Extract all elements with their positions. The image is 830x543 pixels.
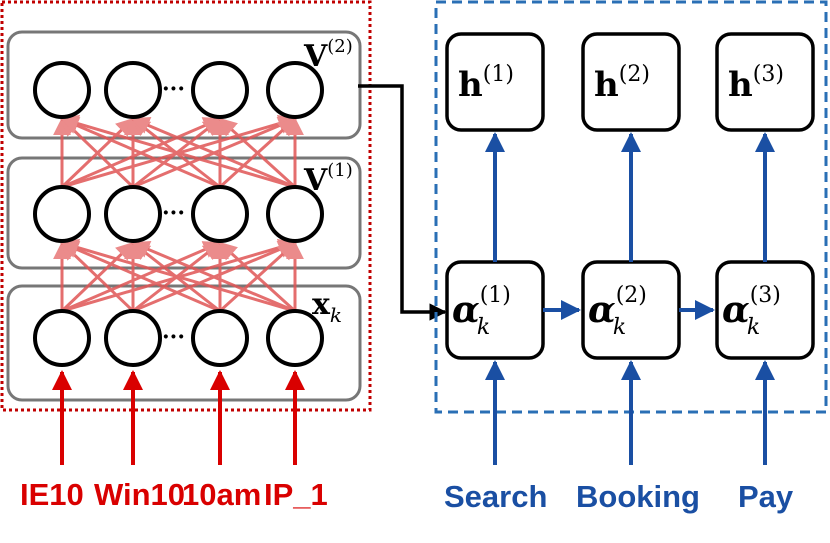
input-label-booking: Booking xyxy=(576,479,700,514)
right-arrows xyxy=(485,132,775,465)
edge-v1-3-to-v2-1 xyxy=(60,117,221,189)
node-v1-2 xyxy=(104,185,162,243)
input-label-pay: Pay xyxy=(738,479,794,514)
network-nodes xyxy=(33,61,324,367)
connector-arrow xyxy=(358,84,447,321)
ellipsis-top: ··· xyxy=(162,76,185,102)
state-label-alpha1: α(1)k xyxy=(452,283,511,340)
left-input-arrows xyxy=(52,370,305,465)
edge-xk-4-to-v1-1 xyxy=(60,238,296,313)
output-label-h2: h(2) xyxy=(594,62,650,105)
output-box-h1 xyxy=(445,32,545,132)
node-xk-4 xyxy=(266,309,324,367)
node-v2-2 xyxy=(104,61,162,119)
state-boxes xyxy=(445,260,815,360)
ellipsis-mid: ··· xyxy=(162,200,185,226)
node-v1-4 xyxy=(266,185,324,243)
ellipsis-bottom: ··· xyxy=(162,324,185,350)
edge-v1-4-to-v2-3 xyxy=(218,117,297,189)
node-xk-2 xyxy=(104,309,162,367)
edge-xk-4-to-v1-2 xyxy=(131,240,296,313)
node-v2-3 xyxy=(191,61,249,119)
output-box-h3 xyxy=(715,32,815,132)
output-label-h3: h(3) xyxy=(728,62,784,105)
left-network-frame xyxy=(0,0,372,412)
edge-xk-4-to-v1-3 xyxy=(218,241,297,313)
layer-label-v2: V(2) xyxy=(303,36,353,74)
output-label-h1: h(1) xyxy=(458,62,514,105)
input-label-win10: Win10 xyxy=(94,477,185,512)
state-label-alpha2: α(2)k xyxy=(588,283,647,340)
edge-xk-3-to-v1-1 xyxy=(60,241,221,313)
input-label-10am: 10am xyxy=(182,477,261,512)
layer-box-xk xyxy=(6,284,362,402)
edge-v1-4-to-v2-1 xyxy=(60,114,296,189)
node-xk-3 xyxy=(191,309,249,367)
input-label-ip1: IP_1 xyxy=(264,477,328,512)
node-v1-3 xyxy=(191,185,249,243)
edge-v1-4-to-v2-2 xyxy=(131,116,296,189)
output-boxes xyxy=(445,32,815,132)
node-v2-1 xyxy=(33,61,91,119)
node-xk-1 xyxy=(33,309,91,367)
layer-label-xk: xk xyxy=(312,287,342,327)
output-box-h2 xyxy=(581,32,681,132)
network-edges xyxy=(53,114,304,313)
node-v1-1 xyxy=(33,185,91,243)
layer-label-v1: V(1) xyxy=(303,160,353,198)
node-v2-4 xyxy=(266,61,324,119)
state-label-alpha3: α(3)k xyxy=(722,283,781,340)
input-label-search: Search xyxy=(444,479,547,514)
input-label-ie10: IE10 xyxy=(20,477,84,512)
